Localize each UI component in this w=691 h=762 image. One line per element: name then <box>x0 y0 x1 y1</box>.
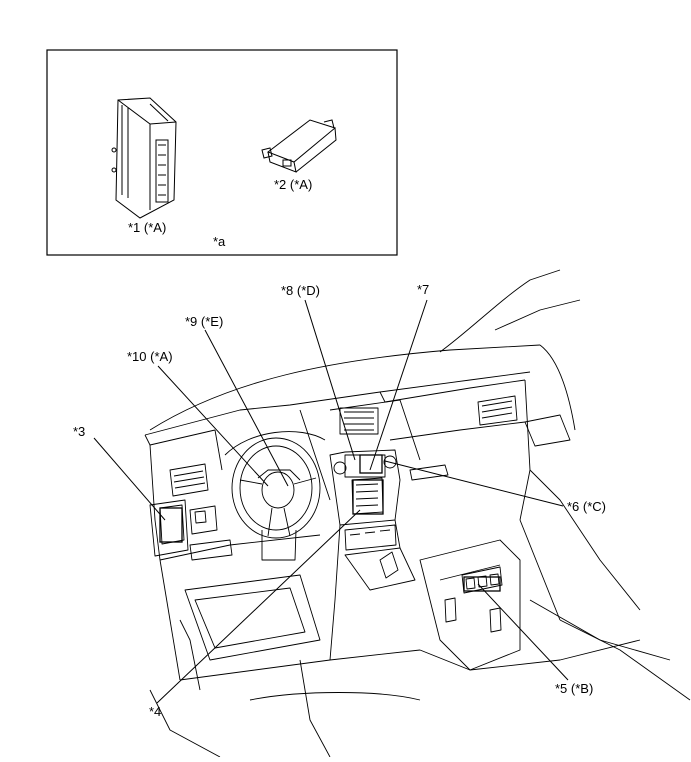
callout-7-label: *7 <box>417 282 430 297</box>
leader-line-6 <box>384 460 564 507</box>
leader-line-5 <box>477 583 569 681</box>
leader-line-9 <box>204 329 289 487</box>
ecu-module-icon <box>111 97 177 219</box>
callout-3-label: *3 <box>73 424 86 439</box>
callout-6-label: *6 (*C) <box>567 499 607 514</box>
callout-9-label: *9 (*E) <box>185 314 224 329</box>
part-2-label: *2 (*A) <box>274 177 313 192</box>
module-4-icon <box>352 479 384 515</box>
dashboard-interior-drawing <box>144 269 691 758</box>
leader-lines <box>93 299 569 704</box>
module-3-icon <box>159 507 183 543</box>
callout-10-label: *10 (*A) <box>127 349 173 364</box>
module-7-icon <box>359 454 383 474</box>
leader-line-8 <box>304 299 356 461</box>
inset-label: *a <box>213 234 226 249</box>
leader-line-10 <box>157 365 269 487</box>
module-5-icon <box>463 576 501 592</box>
callout-5-label: *5 (*B) <box>555 681 594 696</box>
leader-line-7 <box>369 299 428 471</box>
part-1-label: *1 (*A) <box>128 220 167 235</box>
target-modules <box>159 454 501 592</box>
callout-4-label: *4 <box>149 704 162 719</box>
inset-frame <box>46 49 398 256</box>
leader-line-4 <box>156 509 361 704</box>
leader-line-3 <box>93 437 166 521</box>
small-module-icon <box>261 119 337 173</box>
callout-8-label: *8 (*D) <box>281 283 321 298</box>
